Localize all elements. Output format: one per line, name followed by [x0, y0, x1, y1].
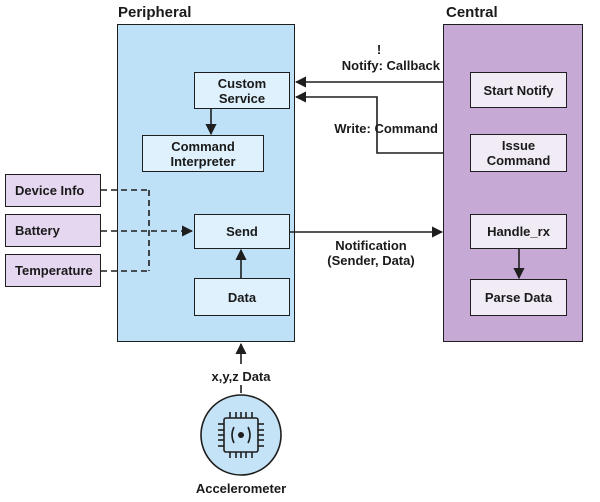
parse-data-box: Parse Data: [470, 279, 567, 316]
device-info-box: Device Info: [5, 174, 101, 207]
battery-box: Battery: [5, 214, 101, 247]
temperature-box: Temperature: [5, 254, 101, 287]
central-title: Central: [446, 4, 498, 21]
write-command-label: Write: Command: [334, 121, 438, 136]
command-interpreter-box: Command Interpreter: [142, 135, 264, 172]
accelerometer-label: Accelerometer: [195, 481, 287, 496]
send-box: Send: [194, 214, 290, 249]
data-box: Data: [194, 278, 290, 316]
start-notify-box: Start Notify: [470, 72, 567, 108]
notification-label: Notification (Sender, Data): [327, 238, 415, 268]
notify-callback-label: Notify: Callback: [341, 58, 440, 73]
custom-service-box: Custom Service: [194, 72, 290, 109]
xyz-data-label: x,y,z Data: [211, 369, 271, 384]
handle-rx-box: Handle_rx: [470, 214, 567, 249]
chip-icon: [200, 394, 282, 476]
write-command-arrow: [294, 91, 443, 154]
notify-callback-mark: !: [376, 42, 382, 57]
peripheral-title: Peripheral: [118, 4, 192, 21]
issue-command-box: Issue Command: [470, 134, 567, 172]
